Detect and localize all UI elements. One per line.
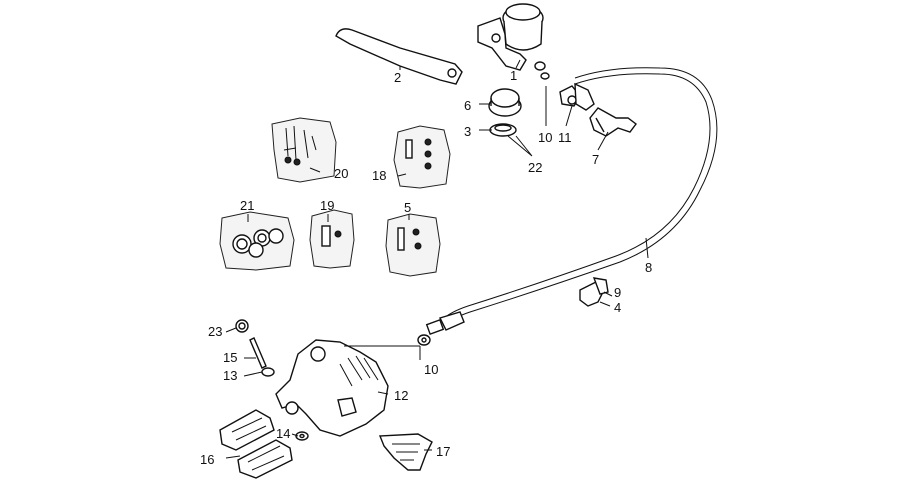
callout-17: 17	[436, 444, 450, 459]
callout-19: 19	[320, 198, 334, 213]
brake-switch	[589, 107, 637, 137]
washer-14	[295, 431, 309, 441]
brake-caliper	[275, 339, 389, 437]
hose-clamp	[579, 277, 609, 307]
master-cylinder	[477, 3, 544, 71]
callout-9: 9	[614, 285, 621, 300]
kit-bag-18	[393, 125, 451, 189]
kit-bag-20	[271, 117, 337, 183]
callout-labels: 1 2 3 4 5 6 7 8 9 10 10 11 12 13 14 15 1…	[200, 68, 652, 467]
callout-23: 23	[208, 324, 222, 339]
callout-13: 13	[223, 368, 237, 383]
callout-7: 7	[592, 152, 599, 167]
brake-pads	[219, 409, 293, 479]
bleed-screw	[235, 319, 249, 333]
callout-4: 4	[614, 300, 621, 315]
callout-1: 1	[510, 68, 517, 83]
kit-bag-5	[385, 213, 441, 277]
callout-5: 5	[404, 200, 411, 215]
hose-washer	[417, 334, 431, 346]
banjo-washer	[534, 61, 550, 80]
reservoir-seal	[489, 123, 517, 137]
callout-2: 2	[394, 70, 401, 85]
pad-spring	[378, 433, 433, 471]
callout-14: 14	[276, 426, 290, 441]
callout-18: 18	[372, 168, 386, 183]
callout-15: 15	[223, 350, 237, 365]
callout-3: 3	[464, 124, 471, 139]
callout-16: 16	[200, 452, 214, 467]
brake-lever	[335, 28, 463, 85]
callout-12: 12	[394, 388, 408, 403]
caliper-bolt	[249, 337, 275, 377]
callout-11: 11	[558, 130, 572, 145]
leader-lines	[225, 59, 649, 459]
callout-20: 20	[334, 166, 348, 181]
kit-bag-21	[219, 211, 295, 271]
callout-6: 6	[464, 98, 471, 113]
callout-10-bottom: 10	[424, 362, 438, 377]
banjo-fitting	[559, 82, 595, 111]
callout-8: 8	[645, 260, 652, 275]
brake-hose	[425, 67, 718, 335]
reservoir-cap	[488, 88, 522, 117]
callout-22: 22	[528, 160, 542, 175]
callout-21: 21	[240, 198, 254, 213]
kit-bag-19	[309, 209, 355, 269]
callout-10-top: 10	[538, 130, 552, 145]
